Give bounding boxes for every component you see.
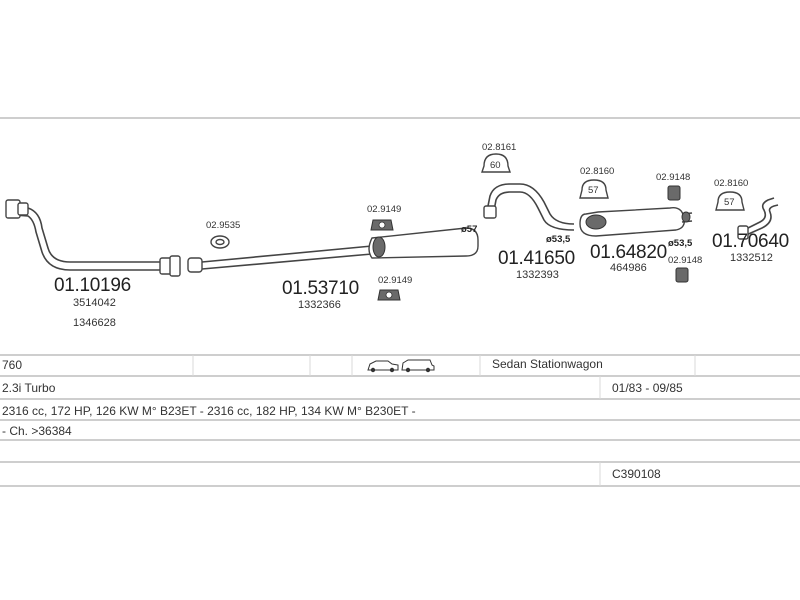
intermediate-pipe xyxy=(483,183,575,231)
mount-e-symbol: 57 xyxy=(724,197,735,208)
middle-silencer-end-cap xyxy=(372,236,386,258)
front-pipe xyxy=(5,199,181,277)
middle-silencer xyxy=(187,227,479,273)
clamp-b-tag: 02.9148 xyxy=(668,255,702,266)
sedan-car-icon xyxy=(367,360,399,373)
vehicle-chassis: - Ch. >36384 xyxy=(2,424,72,438)
mount-a-tag: 02.9149 xyxy=(367,204,401,215)
mount-c-icon xyxy=(481,153,511,173)
intermediate-pipe-dim-out: ø53,5 xyxy=(546,234,571,245)
mount-e-tag: 02.8160 xyxy=(714,178,748,189)
mount-a-hole-icon xyxy=(378,221,386,229)
clamp-a-icon xyxy=(667,185,681,201)
vehicle-engine: 2.3i Turbo xyxy=(2,381,56,395)
mount-b-hole-icon xyxy=(385,291,393,299)
clamp-b-icon xyxy=(675,267,689,283)
vehicle-model: 760 xyxy=(2,358,23,372)
middle-silencer-oe: 1332366 xyxy=(298,299,341,311)
rear-silencer xyxy=(579,207,693,237)
middle-silencer-flange-icon xyxy=(187,257,203,273)
front-pipe-oe-1: 3514042 xyxy=(73,297,116,309)
intermediate-pipe-flange-icon xyxy=(483,205,497,219)
front-pipe-number: 01.10196 xyxy=(54,275,131,296)
mount-c-symbol: 60 xyxy=(490,160,501,171)
front-pipe-flange-icon-2 xyxy=(17,202,29,216)
mount-d-symbol: 57 xyxy=(588,185,599,196)
front-pipe-end-flange-icon-2 xyxy=(169,255,181,277)
gasket-ring-inner-icon xyxy=(215,238,225,246)
mount-d-tag: 02.8160 xyxy=(580,166,614,177)
tail-pipe-flange-icon xyxy=(737,225,749,240)
mount-d-icon xyxy=(579,179,609,199)
tail-pipe-number: 01.70640 xyxy=(712,231,789,252)
rear-silencer-inlet-cap xyxy=(585,214,607,230)
rear-silencer-outlet-cap xyxy=(681,211,691,223)
vehicle-table-grid xyxy=(0,354,800,487)
rear-silencer-number: 01.64820 xyxy=(590,242,667,263)
intermediate-pipe-dim-in: ø57 xyxy=(461,224,477,235)
intermediate-pipe-number: 01.41650 xyxy=(498,248,575,269)
tail-pipe-oe: 1332512 xyxy=(730,252,773,264)
intermediate-pipe-oe: 1332393 xyxy=(516,269,559,281)
mount-b-tag: 02.9149 xyxy=(378,275,412,286)
vehicle-code: C390108 xyxy=(612,467,661,481)
mount-e-icon xyxy=(715,191,745,211)
middle-silencer-body xyxy=(368,227,479,259)
stationwagon-car-icon xyxy=(401,359,435,373)
rear-silencer-body xyxy=(579,207,686,237)
vehicle-spec: 2316 cc, 172 HP, 126 KW M° B23ET - 2316 … xyxy=(2,404,416,418)
rear-silencer-oe: 464986 xyxy=(610,262,647,274)
gasket-tag: 02.9535 xyxy=(206,220,240,231)
front-pipe-oe-2: 1346628 xyxy=(73,317,116,329)
rear-silencer-dim: ø53,5 xyxy=(668,238,693,249)
tail-pipe xyxy=(737,197,779,240)
clamp-a-tag: 02.9148 xyxy=(656,172,690,183)
vehicle-body-types: Sedan Stationwagon xyxy=(492,357,603,371)
mount-c-tag: 02.8161 xyxy=(482,142,516,153)
vehicle-years: 01/83 - 09/85 xyxy=(612,381,683,395)
middle-silencer-number: 01.53710 xyxy=(282,278,359,299)
